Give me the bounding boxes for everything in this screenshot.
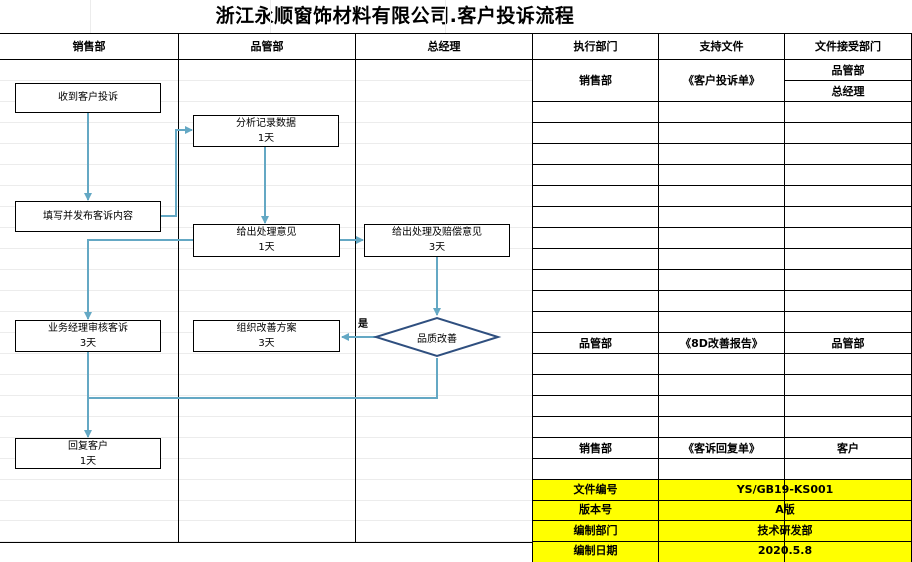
row1-doc: 《客户投诉单》 xyxy=(683,74,760,87)
grid-line xyxy=(270,0,271,33)
grid-line xyxy=(0,541,532,542)
grid-line xyxy=(0,101,532,102)
table-row-line xyxy=(533,458,912,459)
row1-receiver-1: 品管部 xyxy=(831,64,865,77)
line-quality-merge xyxy=(88,358,438,399)
table-row-line xyxy=(533,332,912,333)
table-row-line xyxy=(533,185,912,186)
grid-line xyxy=(0,374,532,375)
grid-line xyxy=(445,0,446,33)
table-row-line xyxy=(533,541,912,542)
table-row-line xyxy=(533,269,912,270)
row3-doc: 《客诉回复单》 xyxy=(683,442,760,455)
border-header-bottom xyxy=(0,59,912,60)
table-row-line xyxy=(533,416,912,417)
grid-line xyxy=(90,0,91,33)
header-sales: 销售部 xyxy=(72,40,106,53)
info-label-file-no: 文件编号 xyxy=(573,483,618,496)
lane-divider-1 xyxy=(178,33,179,543)
grid-line xyxy=(0,206,532,207)
lane-divider-2 xyxy=(355,33,356,543)
table-divider-2 xyxy=(784,33,785,562)
step-fill-complaint: 填写并发布客诉内容 xyxy=(15,201,161,232)
table-row-line xyxy=(533,500,912,501)
lane-divider-3 xyxy=(532,33,533,562)
table-row-line xyxy=(533,248,912,249)
table-row-line xyxy=(533,227,912,228)
grid-line xyxy=(0,164,532,165)
grid-line xyxy=(0,311,532,312)
table-row-line xyxy=(533,143,912,144)
info-label-dept: 编制部门 xyxy=(573,524,618,537)
quality-diamond-label: 品质改善 xyxy=(417,334,457,345)
info-label-date: 编制日期 xyxy=(573,544,618,557)
info-highlight xyxy=(533,480,912,562)
table-row-line xyxy=(785,80,912,81)
info-value-dept: 技术研发部 xyxy=(757,524,813,537)
grid-line xyxy=(0,416,532,417)
table-row-line xyxy=(533,206,912,207)
table-row-line xyxy=(533,290,912,291)
header-quality: 品管部 xyxy=(250,40,284,53)
grid-line xyxy=(0,395,532,396)
header-gm: 总经理 xyxy=(427,40,461,53)
table-row-line xyxy=(533,353,912,354)
row1-dept: 销售部 xyxy=(579,74,612,87)
table-row-line xyxy=(533,374,912,375)
grid-line xyxy=(0,520,532,521)
table-row-line xyxy=(533,520,912,521)
table-row-line xyxy=(533,479,912,480)
row1-receiver-2: 总经理 xyxy=(831,85,865,98)
grid-line xyxy=(0,269,532,270)
header-exec-dept: 执行部门 xyxy=(573,40,618,53)
row3-receiver: 客户 xyxy=(837,442,859,455)
header-receiver-dept: 文件接受部门 xyxy=(815,40,881,53)
row2-doc: 《8D改善报告》 xyxy=(680,337,763,350)
grid-line xyxy=(0,500,532,501)
yes-label: 是 xyxy=(358,319,368,330)
info-value-version: A版 xyxy=(775,503,795,516)
table-row-line xyxy=(533,437,912,438)
table-row-line xyxy=(533,122,912,123)
table-row-line xyxy=(533,164,912,165)
grid-line xyxy=(0,479,532,480)
grid-line xyxy=(0,80,532,81)
table-row-line xyxy=(533,395,912,396)
row2-dept: 品管部 xyxy=(579,337,612,350)
header-support-doc: 支持文件 xyxy=(699,40,744,53)
grid-line xyxy=(0,437,532,438)
grid-line xyxy=(0,458,532,459)
grid-line xyxy=(0,185,532,186)
row3-dept: 销售部 xyxy=(579,442,612,455)
grid-line xyxy=(0,353,532,354)
grid-line xyxy=(0,290,532,291)
border-top xyxy=(0,33,912,34)
page-title: 浙江永顺窗饰材料有限公司.客户投诉流程 xyxy=(215,5,575,27)
table-divider-1 xyxy=(658,33,659,562)
table-row-line xyxy=(533,101,912,102)
row2-receiver: 品管部 xyxy=(831,337,865,350)
info-value-file-no: YS/GB19-KS001 xyxy=(736,483,834,496)
info-value-date: 2020.5.8 xyxy=(757,544,813,557)
info-label-version: 版本号 xyxy=(579,503,612,516)
step-receive-complaint: 收到客户投诉 xyxy=(15,83,161,113)
border-bottom xyxy=(0,542,533,543)
table-row-line xyxy=(533,311,912,312)
